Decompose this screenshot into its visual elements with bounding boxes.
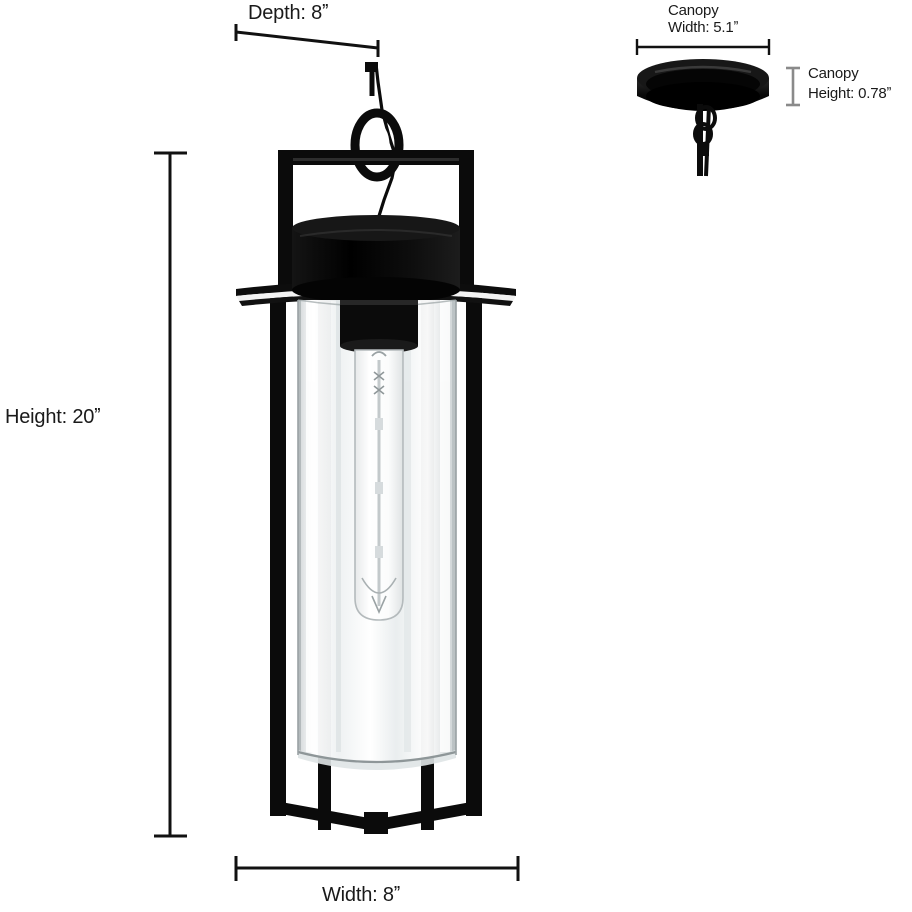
cross-base — [270, 790, 482, 834]
tube-bulb — [354, 349, 404, 621]
height-label: Height: 20ˮ — [5, 406, 101, 428]
canopy-chain-cord — [693, 104, 717, 177]
hanging-cord — [365, 62, 398, 217]
socket-holder — [340, 300, 418, 353]
canopy-height-label-line2: Height: 0.78ˮ — [808, 85, 892, 102]
canopy-disc — [637, 59, 769, 111]
width-label: Width: 8ˮ — [322, 884, 401, 906]
canopy-width-label-line1: Canopy — [668, 2, 719, 19]
top-cap — [292, 215, 460, 303]
depth-label: Depth: 8ˮ — [248, 2, 329, 24]
canopy-width-label-line2: Width: 5.1ˮ — [668, 19, 739, 36]
canopy-height-label-line1: Canopy — [808, 65, 859, 82]
